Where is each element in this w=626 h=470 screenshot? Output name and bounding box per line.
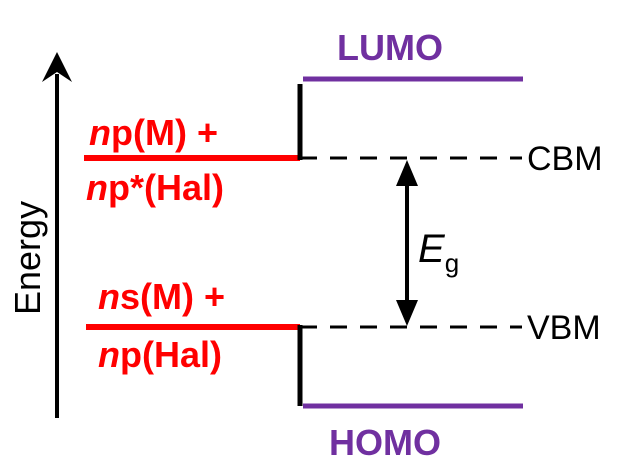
vbm-label: VBM [527,309,601,347]
homo-label: HOMO [329,422,441,463]
energy-axis [42,52,72,418]
axis-arrow-icon [42,52,72,82]
cbm-label: CBM [527,140,603,178]
upper-state-line2: np*(Hal) [86,167,224,208]
band-gap-label: Eg [418,227,459,278]
band-gap-arrow [396,160,418,326]
lumo-label: LUMO [337,27,443,68]
lower-state-line1: ns(M) + [98,276,225,317]
lower-state-line2: np(Hal) [98,334,222,375]
energy-axis-label: Energy [7,201,48,315]
upper-state-line1: np(M) + [89,112,218,153]
